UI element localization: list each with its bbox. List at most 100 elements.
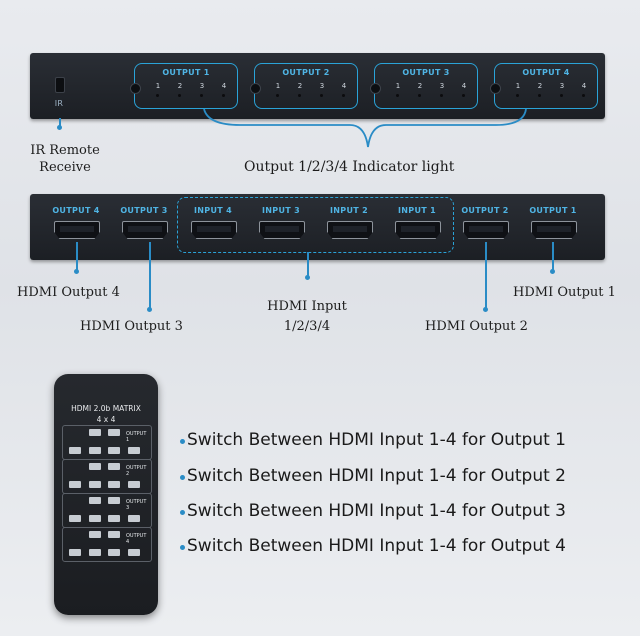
hdmi-output-4-caption: HDMI Output 4 <box>17 285 120 300</box>
front-output-group-2: OUTPUT 2 1 2 3 4 <box>250 63 358 109</box>
led-indicator <box>320 94 323 97</box>
remote-subtitle: 4 x 4 <box>96 415 116 424</box>
remote-arrow-button[interactable] <box>108 463 120 470</box>
remote-pointer-dot-3 <box>180 510 185 515</box>
hdmi-port-output-2 <box>463 221 509 239</box>
remote-row-output-2: OUTPUT 2 <box>62 459 152 494</box>
remote-pointer-dot-1 <box>180 439 185 444</box>
remote-row-output-1: OUTPUT 1 <box>62 425 152 460</box>
led-number: 1 <box>515 82 521 90</box>
led-number: 3 <box>199 82 205 90</box>
remote-input-4-button[interactable] <box>128 447 140 454</box>
remote-control: HDMI 2.0b MATRIX 4 x 4 <box>54 374 158 615</box>
input-pointer-dot <box>305 275 310 280</box>
remote-row-label: OUTPUT 3 <box>126 499 147 511</box>
remote-input-1-button[interactable] <box>69 481 81 488</box>
output3-pointer-dot <box>147 307 152 312</box>
remote-input-3-button[interactable] <box>108 549 120 556</box>
rear-label-input-3: INPUT 3 <box>262 206 300 215</box>
hdmi-port-input-3 <box>259 221 305 239</box>
led-indicator <box>222 94 225 97</box>
led-number: 1 <box>155 82 161 90</box>
front-output-label-3: OUTPUT 3 <box>402 68 450 77</box>
front-output-label-1: OUTPUT 1 <box>162 68 210 77</box>
output1-pointer-line <box>552 242 554 272</box>
remote-input-1-button[interactable] <box>69 549 81 556</box>
remote-input-4-button[interactable] <box>128 549 140 556</box>
remote-arrow-button[interactable] <box>89 463 101 470</box>
front-output-group-4: OUTPUT 4 1 2 3 4 <box>490 63 598 109</box>
remote-arrow-button[interactable] <box>89 531 101 538</box>
led-indicator <box>156 94 159 97</box>
hdmi-port-output-1 <box>531 221 577 239</box>
remote-input-2-button[interactable] <box>89 447 101 454</box>
hdmi-output-2-caption: HDMI Output 2 <box>425 319 528 334</box>
led-number: 4 <box>341 82 347 90</box>
output2-pointer-dot <box>483 307 488 312</box>
ir-label: IR <box>54 99 64 108</box>
hdmi-port-input-1 <box>395 221 441 239</box>
remote-desc-output-3: Switch Between HDMI Input 1-4 for Output… <box>187 501 566 521</box>
led-number: 3 <box>319 82 325 90</box>
output4-pointer-dot <box>74 269 79 274</box>
remote-pointer-dot-2 <box>180 475 185 480</box>
remote-arrow-button[interactable] <box>89 497 101 504</box>
led-indicator <box>276 94 279 97</box>
led-number: 1 <box>275 82 281 90</box>
indicator-light-caption: Output 1/2/3/4 Indicator light <box>244 159 455 175</box>
led-number: 3 <box>559 82 565 90</box>
remote-pointer-dot-4 <box>180 545 185 550</box>
rear-label-output-3: OUTPUT 3 <box>120 206 168 215</box>
output2-pointer-line <box>485 242 487 310</box>
led-indicator <box>440 94 443 97</box>
remote-input-1-button[interactable] <box>69 515 81 522</box>
led-number: 2 <box>297 82 303 90</box>
front-output-led-2 <box>250 83 261 94</box>
led-indicator <box>516 94 519 97</box>
remote-input-2-button[interactable] <box>89 549 101 556</box>
remote-arrow-button[interactable] <box>108 531 120 538</box>
remote-input-2-button[interactable] <box>89 481 101 488</box>
led-number: 4 <box>461 82 467 90</box>
led-number: 2 <box>417 82 423 90</box>
led-number: 4 <box>581 82 587 90</box>
remote-arrow-button[interactable] <box>108 429 120 436</box>
hdmi-output-3-caption: HDMI Output 3 <box>80 319 183 334</box>
front-output-label-4: OUTPUT 4 <box>522 68 570 77</box>
front-output-led-1 <box>130 83 141 94</box>
remote-input-4-button[interactable] <box>128 515 140 522</box>
ir-pointer-line <box>59 118 61 128</box>
remote-input-1-button[interactable] <box>69 447 81 454</box>
front-output-led-3 <box>370 83 381 94</box>
hdmi-output-1-caption: HDMI Output 1 <box>513 285 616 300</box>
rear-label-output-4: OUTPUT 4 <box>52 206 100 215</box>
rear-label-input-4: INPUT 4 <box>194 206 232 215</box>
remote-desc-output-2: Switch Between HDMI Input 1-4 for Output… <box>187 466 566 486</box>
remote-arrow-button[interactable] <box>108 497 120 504</box>
remote-row-output-4: OUTPUT 4 <box>62 527 152 562</box>
led-number: 3 <box>439 82 445 90</box>
front-output-group-3: OUTPUT 3 1 2 3 4 <box>370 63 478 109</box>
rear-label-input-1: INPUT 1 <box>398 206 436 215</box>
led-indicator <box>462 94 465 97</box>
hdmi-port-input-2 <box>327 221 373 239</box>
led-number: 4 <box>221 82 227 90</box>
rear-label-output-1: OUTPUT 1 <box>529 206 577 215</box>
remote-input-4-button[interactable] <box>128 481 140 488</box>
hdmi-port-output-3 <box>122 221 168 239</box>
output1-pointer-dot <box>550 269 555 274</box>
led-number: 1 <box>395 82 401 90</box>
remote-desc-output-1: Switch Between HDMI Input 1-4 for Output… <box>187 430 566 450</box>
hdmi-port-input-4 <box>191 221 237 239</box>
remote-input-3-button[interactable] <box>108 447 120 454</box>
remote-input-2-button[interactable] <box>89 515 101 522</box>
ir-remote-receive-caption: IR Remote Receive <box>30 143 100 175</box>
remote-arrow-button[interactable] <box>89 429 101 436</box>
rear-label-output-2: OUTPUT 2 <box>461 206 509 215</box>
remote-input-3-button[interactable] <box>108 515 120 522</box>
led-indicator <box>418 94 421 97</box>
remote-input-3-button[interactable] <box>108 481 120 488</box>
remote-title: HDMI 2.0b MATRIX <box>71 404 141 413</box>
indicator-brace <box>203 108 527 148</box>
led-indicator <box>200 94 203 97</box>
